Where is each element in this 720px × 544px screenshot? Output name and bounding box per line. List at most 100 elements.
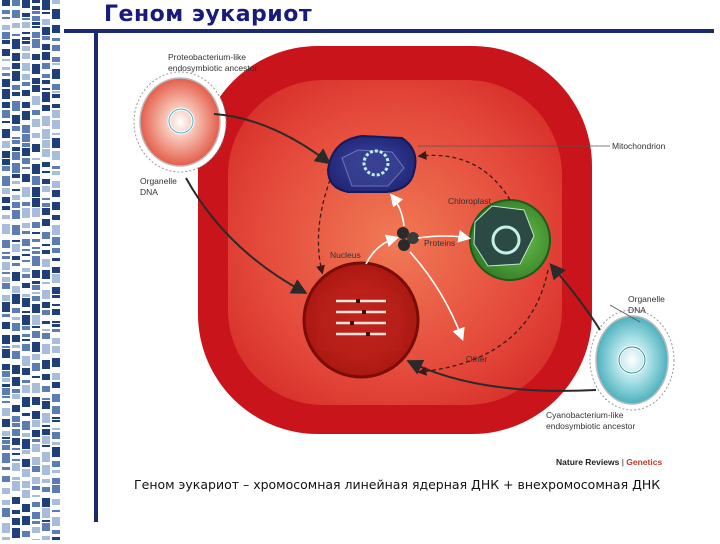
gel-band (22, 385, 30, 393)
gel-band (42, 149, 50, 157)
gel-band (52, 181, 60, 188)
arrow-protein-to-chloroplast (417, 229, 472, 243)
gel-band (52, 258, 60, 261)
gel-band (32, 281, 40, 284)
gel-band (52, 190, 60, 197)
gel-band (22, 239, 30, 246)
gel-band (22, 63, 30, 71)
gel-band (22, 368, 30, 375)
gel-band (52, 321, 60, 323)
gel-band (2, 110, 10, 118)
gel-band (52, 202, 60, 210)
gel-band (22, 504, 30, 512)
gel-band (2, 408, 10, 416)
gel-band (2, 440, 10, 444)
gel-band (42, 360, 50, 369)
gel-band (2, 272, 10, 274)
gel-band (12, 115, 20, 124)
gel-band (12, 477, 20, 480)
gel-band (42, 244, 50, 246)
gel-band (12, 126, 20, 131)
gel-band (32, 0, 40, 3)
gel-band (32, 486, 40, 490)
gel-band (12, 351, 20, 359)
figure-credit: Nature Reviews | Genetics (556, 457, 662, 467)
gel-band (2, 224, 10, 234)
gel-band (42, 179, 50, 184)
gel-band (22, 339, 30, 341)
gel-band (2, 378, 10, 382)
gel-band (12, 163, 20, 173)
gel-band (12, 225, 20, 235)
gel-band (22, 167, 30, 169)
gel-band (52, 428, 60, 430)
gel-band (12, 317, 20, 320)
gel-band (2, 476, 10, 482)
gel-band (32, 376, 40, 378)
gel-band (22, 413, 30, 416)
gel-band (32, 466, 40, 472)
arrow-cyano-to-chloroplast (549, 262, 601, 331)
gel-band (22, 439, 30, 449)
credit-section: Genetics (626, 457, 663, 467)
gel-band (22, 469, 30, 477)
gel-band (2, 215, 10, 219)
gel-band (2, 295, 10, 301)
gel-band (42, 116, 50, 126)
gel-band (42, 171, 50, 173)
gel-band (22, 268, 30, 272)
gel-band (2, 73, 10, 76)
arrow-protein-to-mito (389, 193, 405, 227)
gel-band (42, 232, 50, 239)
gel-band (22, 46, 30, 51)
gel-band (42, 401, 50, 409)
gel-band (12, 263, 20, 266)
gel-band (12, 195, 20, 200)
gel-band (42, 333, 50, 339)
gel-band (42, 36, 50, 40)
gel-band (42, 425, 50, 427)
gel-band (52, 394, 60, 402)
gel-band (52, 237, 60, 245)
gel-band (32, 11, 40, 14)
dna-barcode-strip (0, 0, 64, 544)
gel-band (22, 397, 30, 407)
credit-journal: Nature Reviews (556, 457, 620, 467)
gel-band (2, 79, 10, 87)
gel-band (32, 96, 40, 105)
gel-band (52, 104, 60, 108)
gel-band (52, 517, 60, 526)
gel-band (42, 329, 50, 331)
gel-band (52, 309, 60, 315)
gel-band (52, 84, 60, 90)
gel-band (32, 527, 40, 533)
gel-band (2, 121, 10, 123)
gel-band (42, 203, 50, 207)
gel-band (22, 187, 30, 197)
gel-band (2, 523, 10, 533)
gel-band (52, 151, 60, 160)
gel-band (2, 206, 10, 210)
gel-band (42, 465, 50, 475)
dna-gel-pattern (2, 0, 60, 544)
gel-band (12, 377, 20, 386)
gel-band (42, 80, 50, 84)
gel-band (22, 53, 30, 59)
gel-band (2, 159, 10, 165)
gel-band (12, 152, 20, 160)
gel-band (12, 459, 20, 461)
label-organelle-dna-right-2: DNA (628, 305, 646, 315)
gel-band (2, 151, 10, 158)
gel-band (42, 219, 50, 226)
gel-band (42, 250, 50, 254)
gel-band (42, 129, 50, 139)
arrow-dashed-mito-to-nucleus (316, 179, 331, 275)
gel-band (42, 140, 50, 148)
gel-band (52, 447, 60, 457)
gel-band (2, 314, 10, 317)
gel-band (12, 181, 20, 184)
gel-band (2, 437, 10, 439)
gel-band (52, 94, 60, 98)
gel-band (32, 22, 40, 25)
gel-band (32, 304, 40, 313)
